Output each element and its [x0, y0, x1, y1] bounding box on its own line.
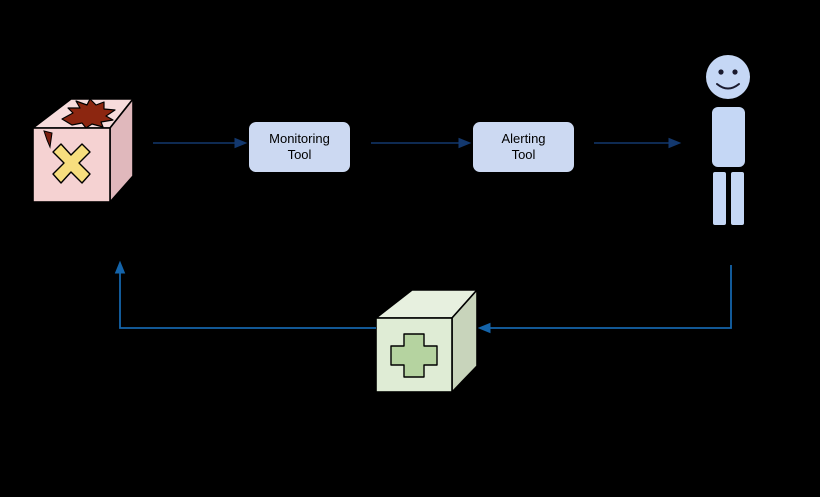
arrow-monitoring-to-alerting	[371, 137, 472, 149]
arrow-alerting-to-engineer	[594, 137, 682, 149]
actor-right-leg	[731, 172, 744, 225]
actor-head	[706, 55, 750, 99]
alerting-tool-label: Alerting Tool	[501, 130, 546, 162]
crack-shard-icon	[43, 130, 53, 149]
alerting-tool-box[interactable]: Alerting Tool	[472, 121, 575, 173]
actor-left-leg	[713, 172, 726, 225]
monitoring-tool-box[interactable]: Monitoring Tool	[248, 121, 351, 173]
arrow-failed-to-monitoring	[153, 137, 248, 149]
recovered-service-cube[interactable]	[373, 287, 479, 394]
failed-service-cube[interactable]	[30, 96, 135, 205]
health-plus-icon	[390, 333, 438, 378]
error-x-icon	[52, 143, 91, 184]
arrow-recovered-to-failed	[114, 260, 376, 329]
actor-smile-icon	[716, 83, 740, 90]
actor-torso	[712, 107, 745, 167]
explosion-burst-icon	[61, 98, 116, 129]
actor-left-eye-icon	[718, 69, 724, 75]
actor-right-eye-icon	[732, 69, 738, 75]
arrow-engineer-to-recovered	[477, 265, 732, 334]
monitoring-tool-label: Monitoring Tool	[269, 130, 330, 162]
on-call-engineer-actor[interactable]	[706, 55, 750, 225]
